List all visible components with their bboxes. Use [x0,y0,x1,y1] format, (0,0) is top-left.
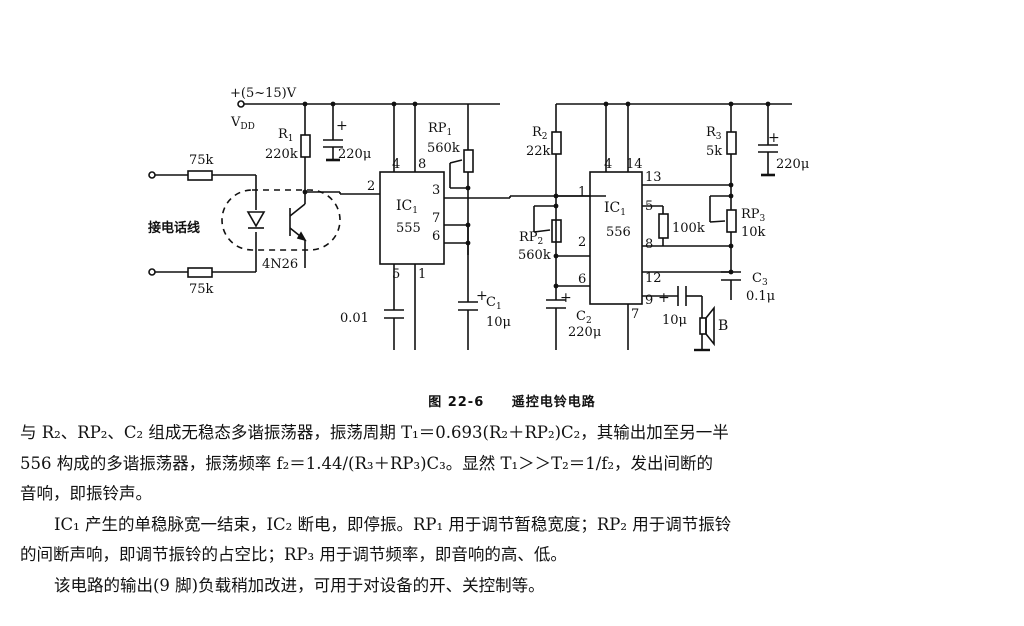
plus-sign: + [476,288,488,304]
plus-sign: + [658,290,670,306]
c-out-value: 10μ [662,313,687,328]
r1-label: R1 [278,127,294,144]
p556-14: 14 [626,157,643,172]
pin-1: 1 [418,267,426,282]
speaker-label: B [718,318,728,334]
r2-value: 22k [526,144,551,159]
p556-1: 1 [578,185,586,200]
paragraph-line: 556 构成的多谐振荡器，振荡频率 f₂＝1.44/(R₃＋RP₃)C₃。显然 … [20,453,714,473]
res-bottom-value: 75k [189,282,214,297]
paragraph-line: 音响，即振铃声。 [20,484,152,503]
pin-7: 7 [432,211,440,226]
pin-6: 6 [432,229,440,244]
rp3-label: RP3 [741,207,766,224]
c3-value: 0.1μ [746,289,775,304]
res-100k-value: 100k [672,221,705,236]
p556-4: 4 [604,157,612,172]
optocoupler-label: 4N26 [262,257,298,272]
pin-3: 3 [432,183,440,198]
r1-value: 220k [265,147,298,162]
p556-12: 12 [645,271,662,286]
p556-13: 13 [645,170,662,185]
rp2-label: RP2 [519,230,543,247]
p556-8: 8 [645,237,653,252]
cap-right-value: 220μ [776,157,809,172]
ic555-label: IC1 [396,198,418,216]
p556-6: 6 [578,272,586,287]
pin-2: 2 [367,179,375,194]
rp1-label: RP1 [428,121,452,138]
figure-title: 遥控电铃电路 [511,395,596,410]
paragraph-line: 的间断声响，即调节振铃的占空比；RP₃ 用于调节频率，即音响的高、低。 [20,545,567,564]
figure-number: 图 22-6 [428,395,485,410]
rp3-value: 10k [741,225,766,240]
c2-value: 220μ [568,325,601,340]
pin-4: 4 [392,157,400,172]
cap-supply-value: 220μ [338,147,371,162]
paragraph-line: 与 R₂、RP₂、C₂ 组成无稳态多谐振荡器，振荡周期 T₁＝0.693(R₂＋… [20,423,729,442]
rp2-value: 560k [518,248,551,263]
figure-caption: 图 22-6 遥控电铃电路 [0,391,1024,410]
paragraph-line: IC₁ 产生的单稳脉宽一结束，IC₂ 断电，即停振。RP₁ 用于调节暂稳宽度；R… [54,514,732,534]
plus-sign: + [336,118,348,134]
c2-label: C2 [576,309,592,326]
circuit-schematic: +(5~15)V VDD R1 220k + 220μ 75k 75k 接电话线… [148,86,809,352]
body-text: 与 R₂、RP₂、C₂ 组成无稳态多谐振荡器，振荡周期 T₁＝0.693(R₂＋… [20,418,950,601]
pin-5: 5 [392,267,400,282]
ic556-label: IC1 [604,200,626,218]
c1-value: 10μ [486,315,511,330]
res-top-value: 75k [189,153,214,168]
ic556-type: 556 [606,225,631,240]
pin-8: 8 [418,157,426,172]
r3-value: 5k [706,144,722,159]
rp1-value: 560k [427,141,460,156]
c3-label: C3 [752,271,768,288]
ic555-type: 555 [396,221,421,236]
cap-001-value: 0.01 [340,311,369,326]
p556-7: 7 [631,307,639,322]
p556-2: 2 [578,235,586,250]
r2-label: R2 [532,125,548,142]
supply-label: +(5~15)V [230,86,297,101]
r3-label: R3 [706,125,722,142]
p556-5: 5 [645,199,653,214]
vdd-label: VDD [230,115,255,132]
plus-sign: + [560,290,572,306]
plus-sign: + [768,130,780,146]
c1-label: C1 [486,295,502,312]
p556-9: 9 [645,293,653,308]
phone-line-label: 接电话线 [148,220,200,236]
paragraph-line: 该电路的输出(9 脚)负载稍加改进，可用于对设备的开、关控制等。 [54,575,545,595]
